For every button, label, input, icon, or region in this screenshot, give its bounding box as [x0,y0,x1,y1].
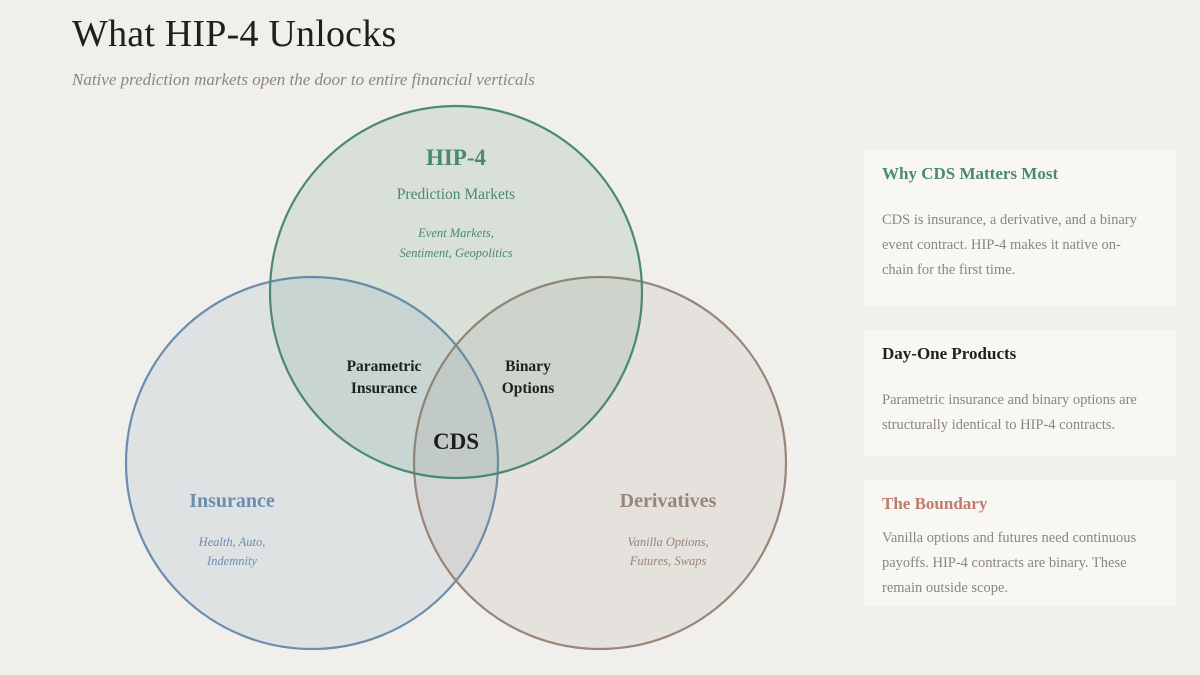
card-day-one-body-line1: Parametric insurance and binary options … [882,392,1137,408]
insurance-circle [124,275,500,651]
overlap-center-cds: CDS [433,429,479,454]
hip4-examples-line1: Event Markets, [417,226,494,240]
page-subtitle: Native prediction markets open the door … [72,70,535,89]
card-why-cds-body-line3: chain for the first time. [882,262,1016,278]
overlap-binary-line2: Options [502,380,555,397]
page-title: What HIP-4 Unlocks [72,13,397,55]
venn-diagram: HIP-4 Prediction Markets Event Markets, … [124,104,788,651]
derivatives-examples-line2: Futures, Swaps [629,554,707,568]
hip4-examples-line2: Sentiment, Geopolitics [399,246,512,260]
derivatives-circle [412,275,788,651]
derivatives-examples-line1: Vanilla Options, [627,535,708,549]
card-boundary-body-line2: payoffs. HIP-4 contracts are binary. The… [882,555,1127,571]
overlap-parametric-line1: Parametric [347,358,422,375]
hip4-subtitle: Prediction Markets [397,186,515,203]
insurance-examples-line1: Health, Auto, [198,535,266,549]
overlap-binary-line1: Binary [505,358,551,375]
card-why-cds-title: Why CDS Matters Most [882,164,1059,183]
card-day-one-body-line2: structurally identical to HIP-4 contract… [882,417,1116,433]
hip4-title: HIP-4 [426,145,487,170]
card-day-one-title: Day-One Products [882,344,1017,363]
hip4-circle [268,104,644,480]
overlap-parametric-line2: Insurance [351,380,417,397]
card-why-cds-body-line1: CDS is insurance, a derivative, and a bi… [882,212,1137,228]
card-boundary-body-line1: Vanilla options and futures need continu… [882,530,1137,546]
card-boundary: The Boundary Vanilla options and futures… [864,480,1176,606]
card-why-cds-body-line2: event contract. HIP-4 makes it native on… [882,237,1121,253]
derivatives-title: Derivatives [620,490,717,512]
card-boundary-body-line3: remain outside scope. [882,580,1009,596]
card-why-cds: Why CDS Matters Most CDS is insurance, a… [864,150,1176,306]
card-boundary-title: The Boundary [882,494,988,513]
card-day-one: Day-One Products Parametric insurance an… [864,330,1176,456]
insurance-title: Insurance [189,490,275,512]
insurance-examples-line2: Indemnity [206,554,257,568]
